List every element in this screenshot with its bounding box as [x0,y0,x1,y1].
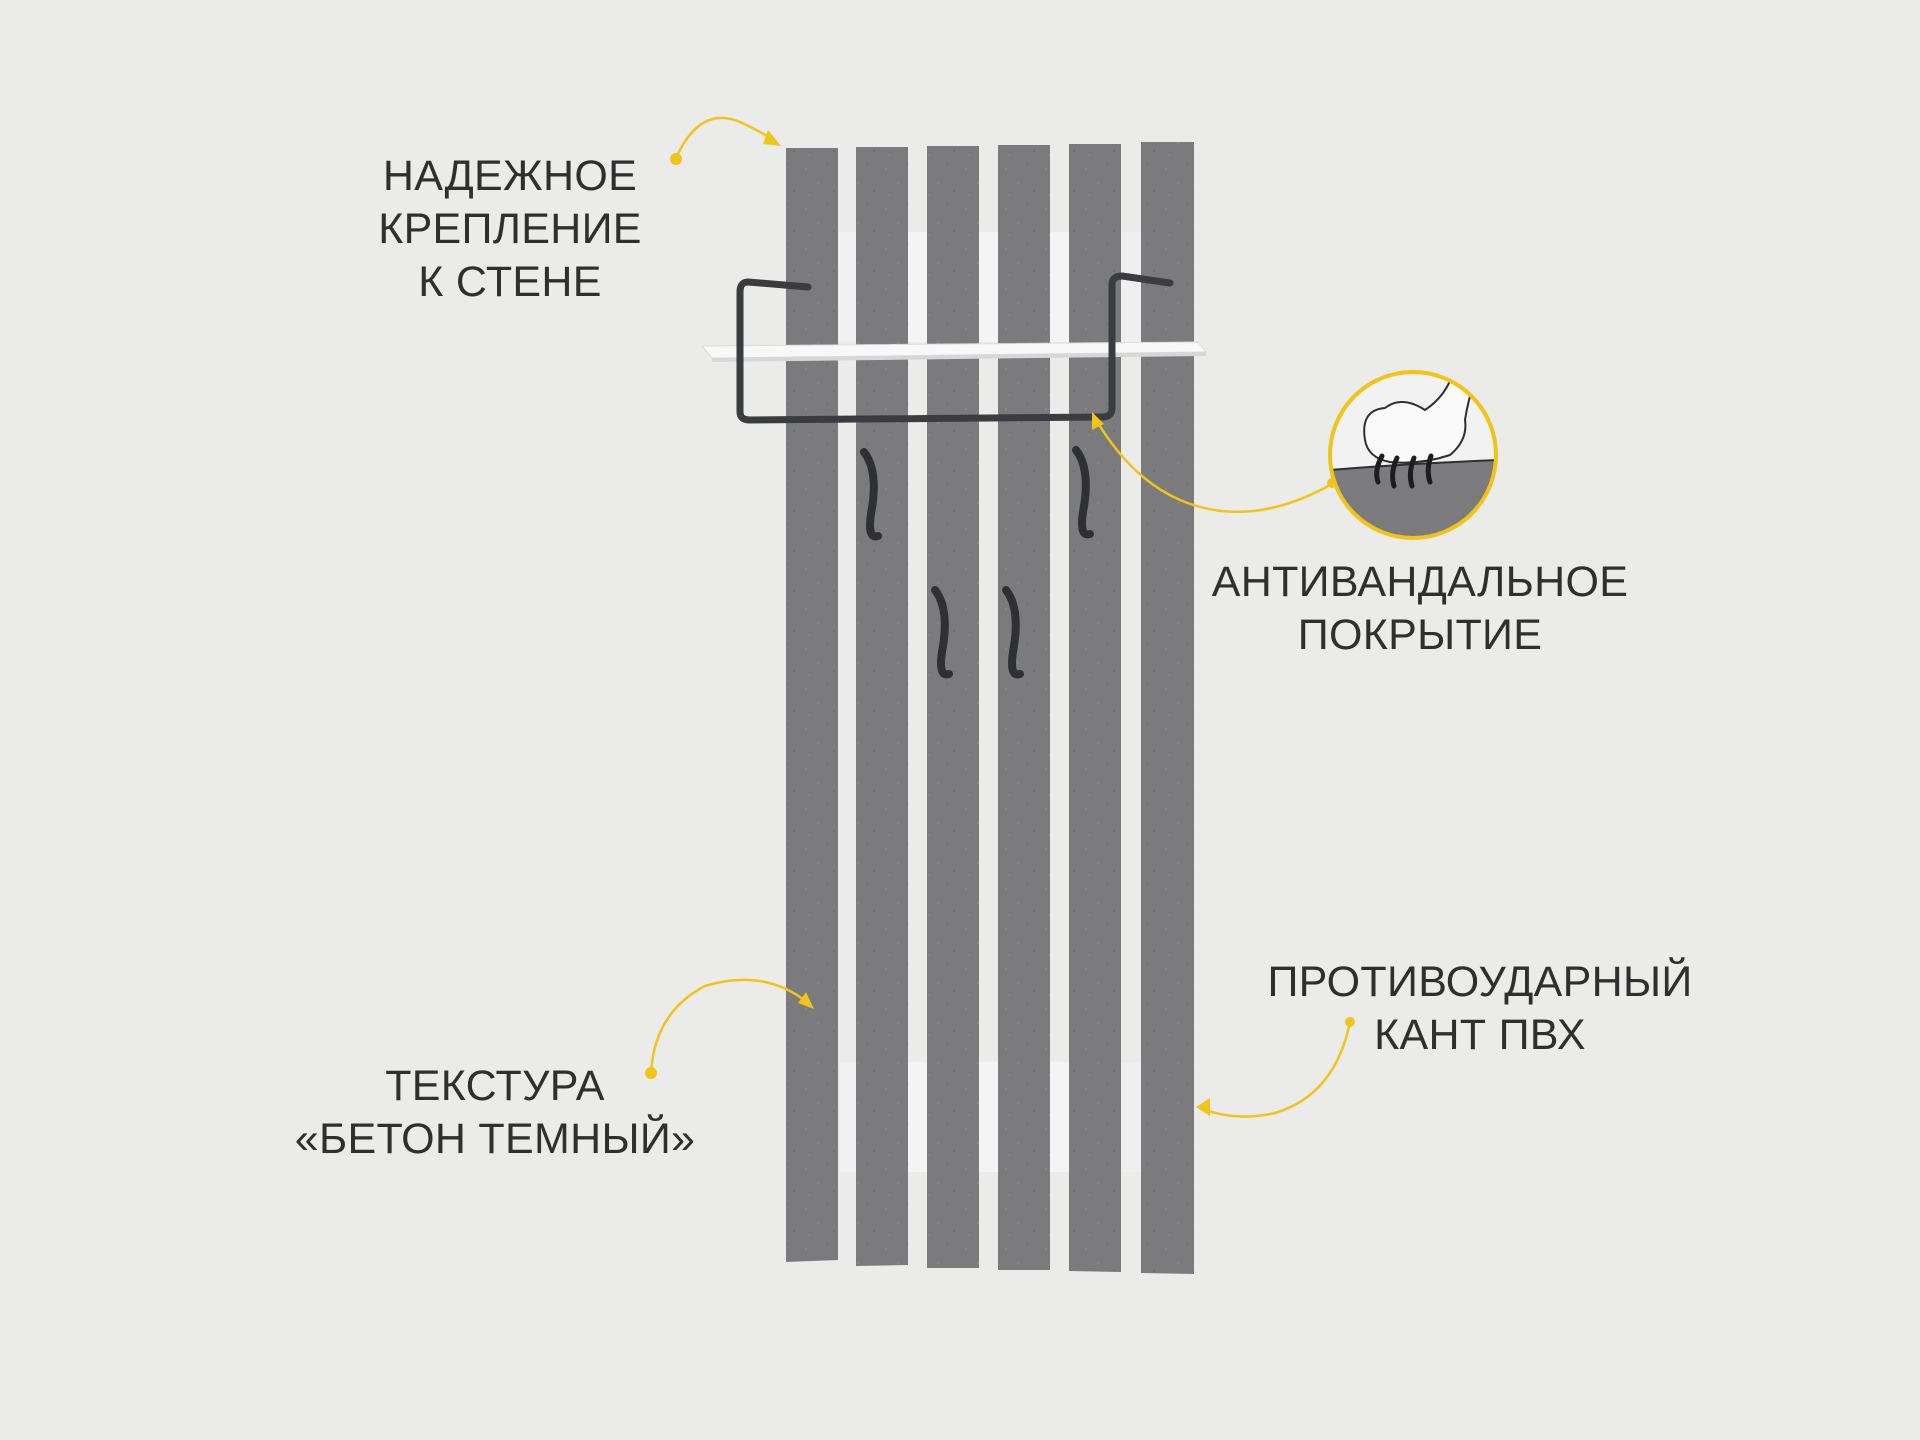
hook-3 [931,586,953,679]
callout-anti-vandal-line-1: АНТИВАНДАЛЬНОЕ [1211,558,1629,606]
pvc-edge-strip-right [1121,1062,1141,1172]
wall-panel [786,142,1194,1274]
plank-5 [1069,144,1121,1272]
callout-anti-vandal: АНТИВАНДАЛЬНОЕ ПОКРЫТИЕ [1195,556,1645,662]
callout-pvc-edge-line-1: ПРОТИВОУДАРНЫЙ [1267,958,1693,1006]
arrow-wall-mount [674,116,777,159]
callout-texture-line-2: «БЕТОН ТЕМНЫЙ» [294,1115,696,1163]
coat-hooks [860,446,1094,679]
plank-3 [927,146,979,1268]
dot-texture [645,1067,657,1079]
callout-pvc-edge-line-2: КАНТ ПВХ [1374,1011,1586,1059]
arrow-anti-vandal [1093,417,1333,514]
callout-arrows [649,116,1352,1118]
shelf-rail [736,272,1174,424]
arrowhead-texture [798,992,814,1009]
dot-wall [670,153,682,165]
hook-1 [860,448,882,541]
callout-wall-mount: НАДЕЖНОЕ КРЕПЛЕНИЕ К СТЕНЕ [335,150,685,309]
plank-6 [1141,142,1194,1274]
hook-2 [1072,446,1094,539]
cat-claw-scratch-icon [1328,370,1498,540]
plank-4 [998,145,1050,1270]
callout-wall-mount-line-1: НАДЕЖНОЕ [382,152,638,200]
arrowhead-wall [763,130,781,146]
plank-2 [856,147,908,1266]
pvc-edge-strip-right-top [1121,232,1141,342]
pvc-edge-strip [840,1062,856,1172]
dot-edge [1345,1017,1355,1027]
arrowhead-vandal [1092,412,1104,430]
shelf-edge [712,352,1206,362]
callout-anti-vandal-line-2: ПОКРЫТИЕ [1297,611,1543,659]
pvc-edge-strip-left [838,232,856,342]
callout-arrowheads [645,130,1355,1116]
plank-1 [786,148,838,1262]
callout-texture-line-1: ТЕКСТУРА [385,1062,605,1110]
callout-wall-mount-line-2: КРЕПЛЕНИЕ [378,205,642,253]
arrow-pvc-edge [1199,1021,1352,1118]
callout-texture: ТЕКСТУРА «БЕТОН ТЕМНЫЙ» [260,1060,730,1166]
callout-pvc-edge: ПРОТИВОУДАРНЫЙ КАНТ ПВХ [1245,956,1715,1062]
hook-4 [1002,586,1024,679]
arrow-texture [649,978,809,1073]
callout-wall-mount-line-3: К СТЕНЕ [418,258,602,306]
arrowhead-edge [1196,1098,1210,1116]
